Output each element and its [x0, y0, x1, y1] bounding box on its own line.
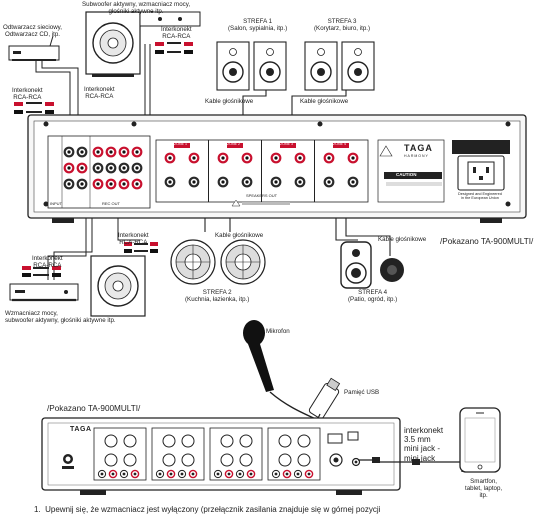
brand-logo-front: TAGA [70, 426, 92, 433]
cd-player-label: Odtwarzacz sieciowy, Odtwarzacz CD, itp. [3, 24, 63, 39]
usb-memory-label: Pamięć USB [344, 389, 380, 396]
jack-interconnect-label: interkonekt 3.5 mm mini jack - mini jack [404, 426, 444, 463]
smartphone [459, 407, 501, 473]
power-amp-bottom-label: Wzmacniacz mocy, subwoofer aktywny, głoś… [5, 310, 116, 325]
interconnect-label-4: Interkonekt RCA-RCA [118, 232, 149, 247]
zone3-label: STREFA 3 (Korytarz, biuro, itp.) [314, 18, 371, 33]
zone3-speakers [304, 41, 375, 91]
speaker-terminals [164, 143, 359, 207]
zone2-ceiling-speakers [170, 239, 266, 285]
interconnect-label-3: Interkonekt RCA-RCA [12, 87, 43, 102]
zone-tag-2: ZONE 2 [227, 142, 240, 146]
network-cd-player [8, 35, 60, 61]
interconnect-label-1: Interkonekt RCA-RCA [161, 26, 192, 41]
zone4-outdoor-speakers [340, 241, 404, 289]
zone1-speakers [216, 41, 287, 91]
amplifier-front-panel [41, 417, 401, 495]
amplifier-back-panel [27, 114, 527, 223]
zone-tag-3: ZONE 3 [280, 142, 293, 146]
subwoofer-top-label: Subwoofer aktywny, wzmacniacz mocy, głoś… [82, 1, 191, 16]
speaker-cables-label-4: Kable głośnikowe [378, 236, 427, 243]
zone2-label: STREFA 2 (Kuchnia, łazienka, itp.) [185, 289, 250, 304]
speaker-cables-label-1: Kable głośnikowe [205, 98, 254, 105]
subwoofer-top [85, 11, 141, 77]
panel-rec-out-label: REC OUT [102, 201, 120, 206]
panel-input-label: INPUT [50, 201, 62, 206]
rca-plugs [14, 42, 193, 277]
speaker-cables-label-3: Kable głośnikowe [215, 232, 264, 239]
zone-tag-4: ZONE 4 [333, 142, 346, 146]
interconnect-label-5: Interkonekt RCA-RCA [32, 255, 63, 270]
speaker-cables-label-2: Kable głośnikowe [300, 98, 349, 105]
brand-sub-back: HARMONY [404, 154, 429, 158]
designed-label: Designed and Engineered in the European … [458, 192, 502, 201]
shown-back-caption: /Pokazano TA-900MULTI/ [440, 237, 534, 246]
power-amp-bottom [9, 283, 79, 302]
interconnect-label-2: Interkonekt RCA-RCA [84, 86, 115, 101]
zone1-label: STREFA 1 (Salon, sypialnia, itp.) [228, 18, 288, 33]
zone-controls [93, 427, 321, 481]
subwoofer-bottom [90, 255, 146, 317]
shown-front-caption: /Pokazano TA-900MULTI/ [47, 404, 141, 413]
zone4-label: STREFA 4 (Patio, ogród, itp.) [348, 289, 398, 304]
smartphone-label: Smartfon, tablet, laptop, itp. [465, 478, 503, 500]
microphone-label: Mikrofon [266, 328, 290, 335]
brand-logo-back: TAGA [404, 143, 433, 153]
footnote: 1. Upewnij się, że wzmacniacz jest wyłąc… [34, 505, 381, 514]
power-amp-top [139, 11, 201, 27]
caution-label: CAUTION [396, 172, 417, 177]
panel-speakers-out-label: SPEAKERS OUT [246, 193, 278, 198]
zone-tag-1: ZONE 1 [174, 142, 187, 146]
